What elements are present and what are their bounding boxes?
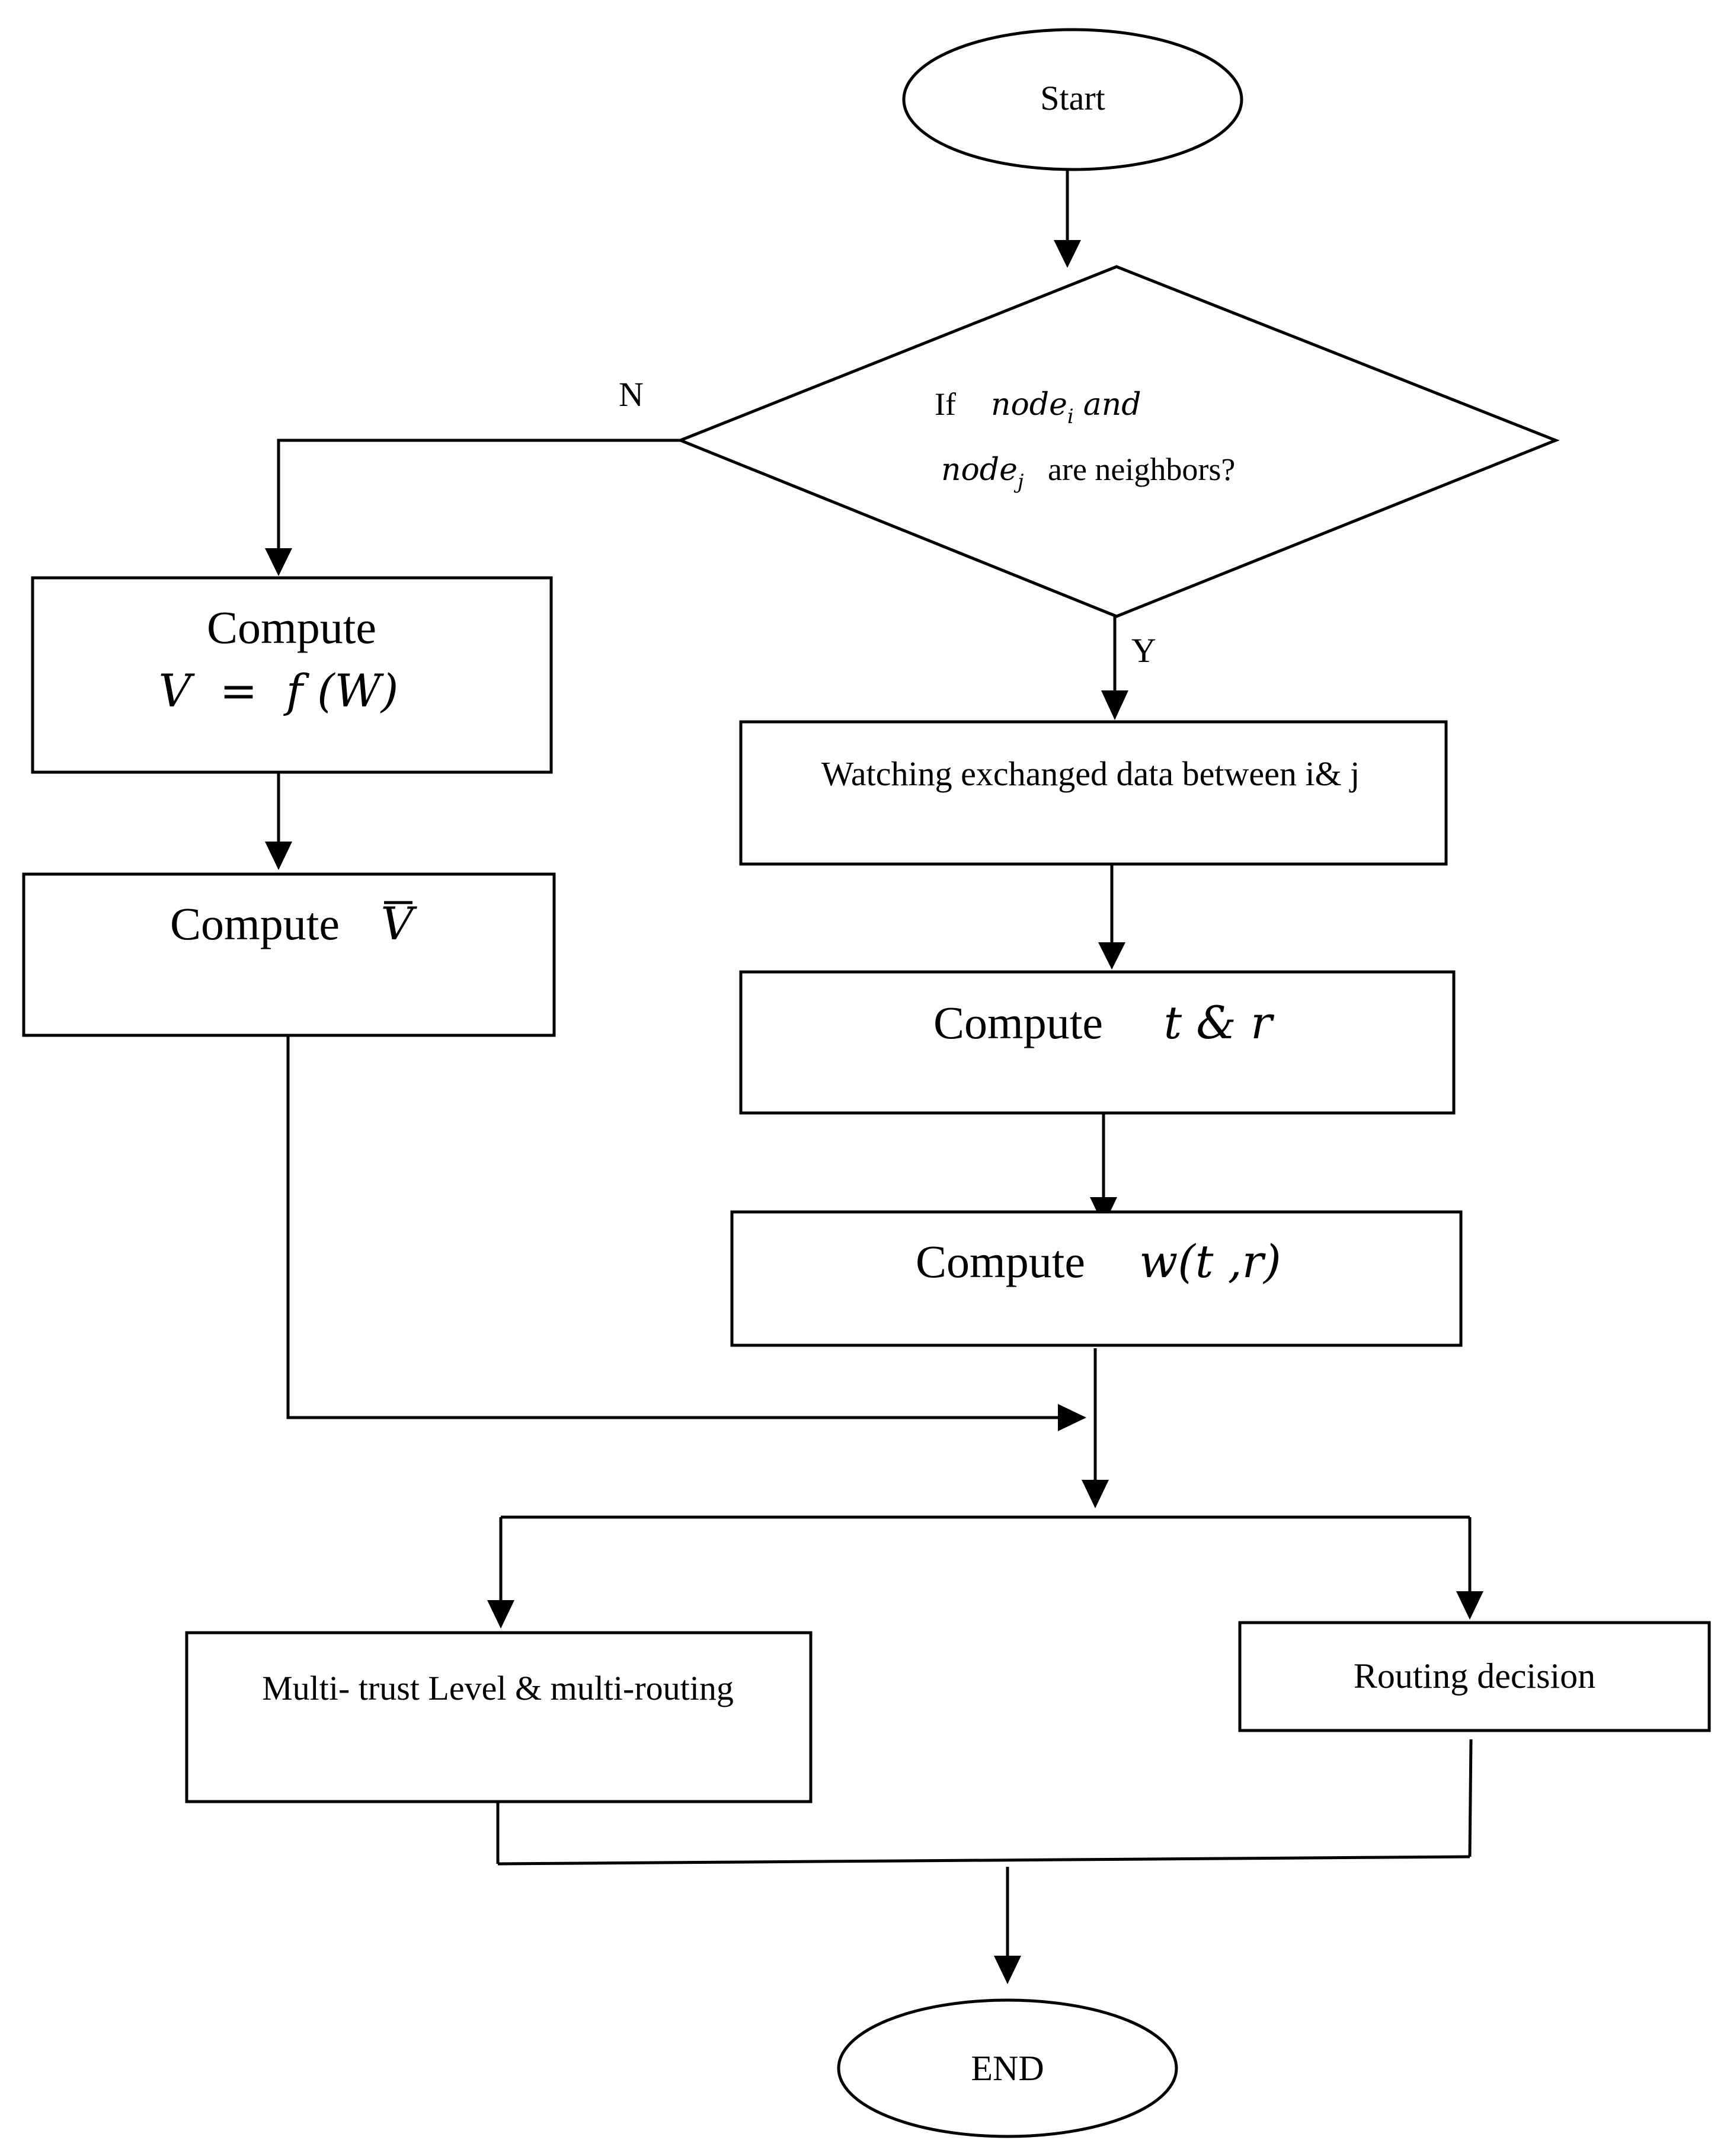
no-branch-arrowhead [265,548,292,576]
decision-node-j-text: nodej [941,452,1024,494]
multi-trust-rect [185,1631,813,1803]
w-to-split-arrowhead [1082,1480,1109,1508]
no-branch-line [277,439,680,551]
compute-vbar-rect [22,872,556,1037]
multi-trust-box: Multi- trust Level & multi-routing [185,1631,813,1803]
compute-vbar-symbol: V [381,897,418,950]
yes-label: Y [1131,631,1156,670]
join-line [497,1855,1470,1866]
watching-rect [739,720,1448,866]
compute-w-box: Compute w(t ,r) [730,1210,1463,1347]
watching-text: Watching exchanged data between i& j [821,754,1360,793]
compute-v-rect [31,576,553,774]
compute-vbar-box: Compute V [22,872,556,1037]
end-ellipse [837,1998,1178,2138]
decision-if-text: If [935,386,956,422]
decision-and-text: and [1083,387,1141,423]
routing-decision-rect [1238,1621,1711,1732]
join-to-end-arrowhead [994,1956,1021,1984]
compute-v-box: Compute V = f (W) [31,576,553,774]
decision-node-j: node [941,452,1018,488]
compute-w-rect [730,1210,1463,1347]
v-to-vbar-arrowhead [265,842,292,870]
compute-tr-box: Compute t & r [739,970,1456,1115]
start-label: Start [1040,79,1105,117]
multi-trust-text: Multi- trust Level & multi-routing [262,1669,734,1707]
compute-v-label: Compute [207,602,376,653]
routing-decision-box: Routing decision [1238,1621,1711,1732]
decision-diamond [676,265,1560,618]
decision-question-text: are neighbors? [1048,452,1235,487]
compute-w-label: Compute [916,1236,1085,1287]
compute-tr-label: Compute [933,997,1103,1048]
end-label: END [971,2049,1044,2088]
yes-branch-arrowhead [1101,690,1128,720]
split-right-arrowhead [1456,1591,1483,1620]
watch-to-tr-arrowhead [1098,942,1125,970]
start-ellipse [902,28,1243,171]
no-label: N [619,375,644,414]
watching-box: Watching exchanged data between i& j [739,720,1448,866]
compute-tr-rect [739,970,1456,1115]
decision-node-i: node [991,387,1067,423]
routing-decision-text: Routing decision [1354,1656,1595,1696]
vbar-to-merge-arrowhead [1058,1404,1086,1431]
compute-v-formula: V = f (W) [159,664,399,717]
compute-w-formula: w(t ,r) [1139,1235,1281,1288]
compute-vbar-label: Compute [170,898,340,949]
routing-decision-down-line [1468,1739,1473,1857]
compute-tr-formula: t & r [1164,996,1275,1049]
split-left-arrowhead [487,1600,514,1629]
start-terminal: Start [902,28,1243,171]
start-to-decision-arrowhead [1054,240,1081,268]
vbar-to-merge-line [286,1034,1061,1419]
end-terminal: END [837,1998,1178,2138]
decision-node-i-sub: i [1067,405,1074,428]
